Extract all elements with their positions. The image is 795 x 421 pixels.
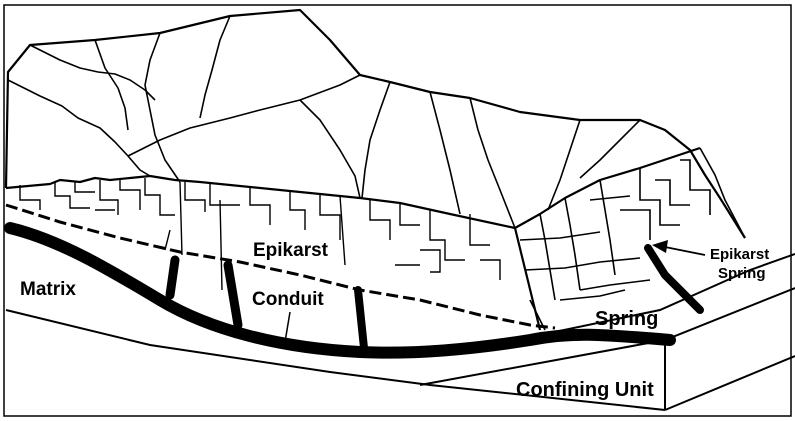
label-epikarst: Epikarst xyxy=(253,241,328,260)
conduit-leader-line xyxy=(285,312,290,342)
right-face-fractures xyxy=(520,148,745,330)
epikarst-spring-conduit xyxy=(648,248,700,310)
surface-fractures xyxy=(8,16,640,228)
label-spring: Spring xyxy=(595,309,658,329)
epikarst-fractures xyxy=(20,178,500,290)
main-conduit xyxy=(10,228,670,353)
conduit-branch-1 xyxy=(170,260,175,295)
label-epikarst-spring-line1: Epikarst xyxy=(710,247,769,262)
label-conduit: Conduit xyxy=(252,290,324,309)
conduit-branch-3 xyxy=(358,290,364,348)
label-matrix: Matrix xyxy=(20,280,76,299)
conduit-branch-2 xyxy=(228,265,238,325)
label-confining-unit: Confining Unit xyxy=(516,380,654,400)
epikarst-spring-arrow xyxy=(652,240,705,255)
conduit-network xyxy=(10,228,700,353)
label-epikarst-spring-line2: Spring xyxy=(718,266,766,281)
